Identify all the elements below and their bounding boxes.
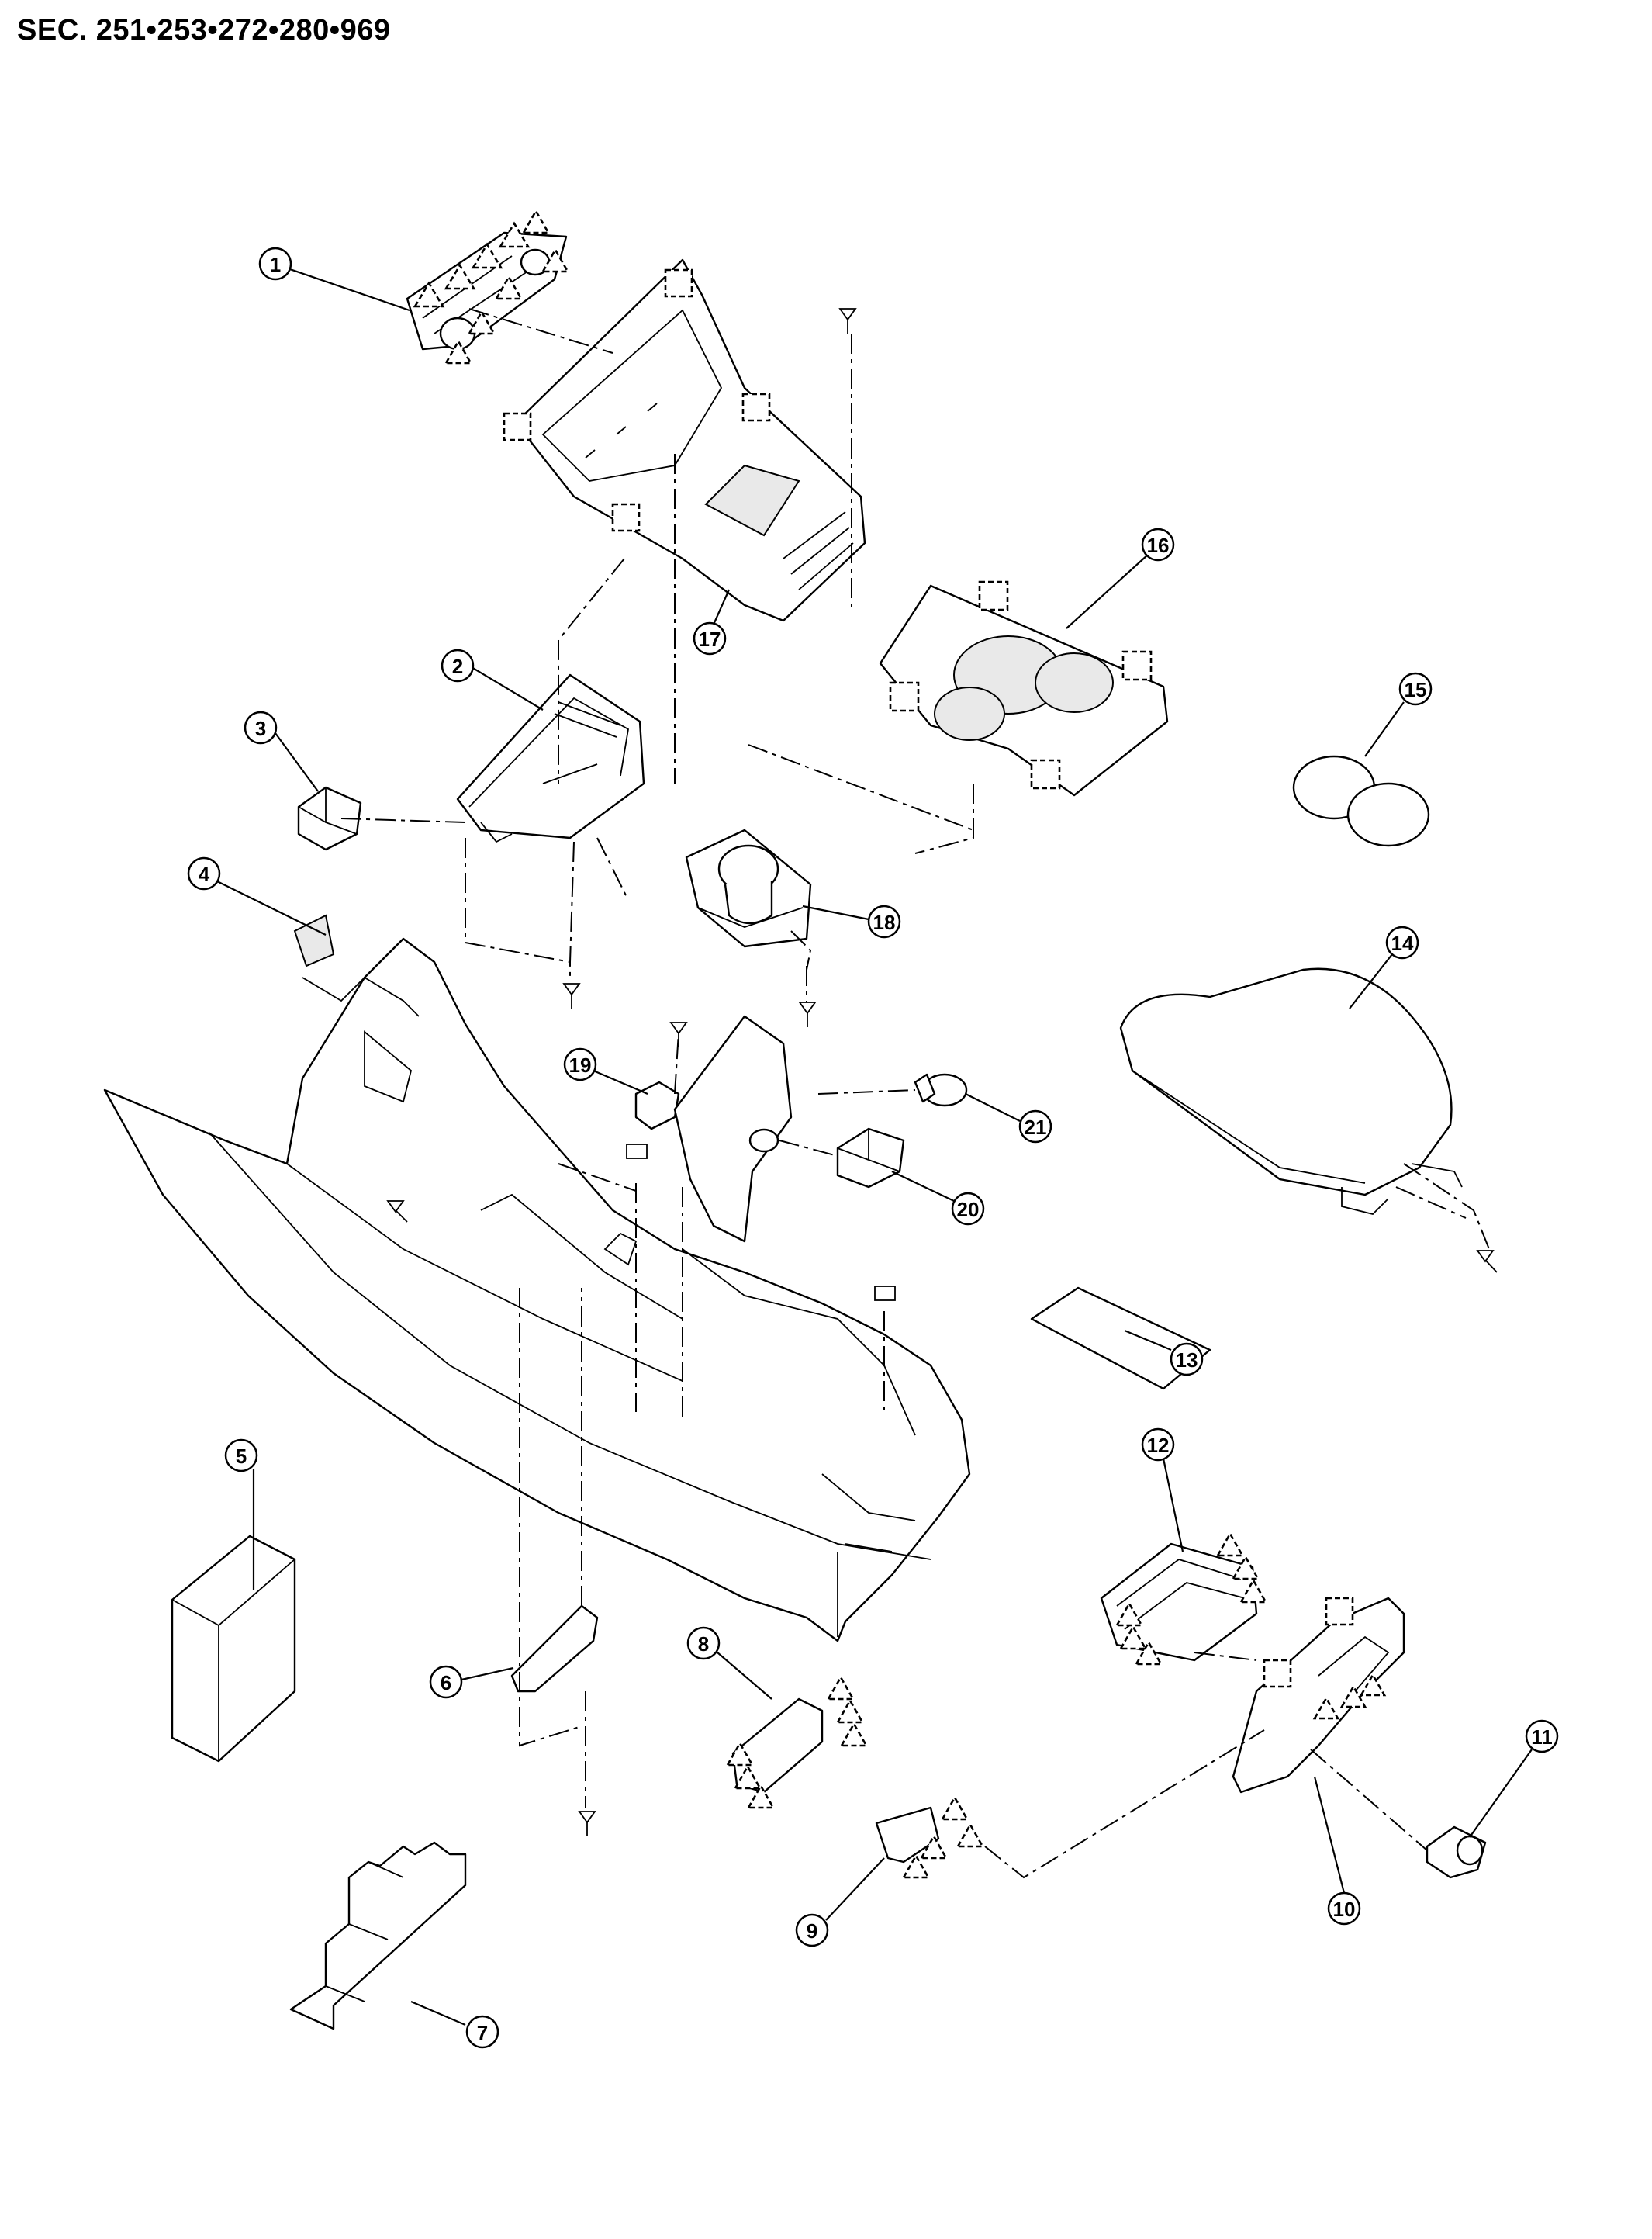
callout-1: 1: [258, 247, 292, 281]
svg-text:9: 9: [807, 1919, 817, 1943]
svg-text:16: 16: [1147, 534, 1170, 557]
svg-text:4: 4: [199, 863, 210, 886]
svg-text:14: 14: [1391, 932, 1414, 955]
svg-text:1: 1: [270, 253, 281, 276]
part-10-rear-finisher: [1232, 1597, 1405, 1794]
leader-lines: [215, 266, 1533, 2026]
callout-18: 18: [867, 905, 901, 939]
clip-icon: [874, 1286, 896, 1301]
part-16-cupholder-finisher: [879, 580, 1169, 797]
svg-text:18: 18: [873, 911, 896, 934]
svg-text:13: 13: [1176, 1348, 1198, 1372]
part-21-plug: [914, 1073, 968, 1107]
screw-icon: [1476, 1250, 1498, 1273]
part-20-power-outlet: [836, 1127, 905, 1189]
screw-icon: [798, 1002, 817, 1027]
svg-text:17: 17: [699, 628, 721, 651]
screw-icon: [838, 308, 857, 334]
svg-text:10: 10: [1333, 1898, 1356, 1921]
part-2-switch-base: [456, 673, 645, 843]
part-6-bracket: [510, 1604, 599, 1693]
callout-5: 5: [224, 1438, 258, 1472]
part-7-insulator: [289, 1841, 467, 2030]
part-14-armrest-lid: [1119, 967, 1463, 1215]
part-1-control-unit: [406, 209, 570, 365]
svg-text:21: 21: [1025, 1116, 1047, 1139]
callout-8: 8: [686, 1626, 721, 1660]
callout-16: 16: [1141, 528, 1175, 562]
svg-text:2: 2: [452, 655, 463, 678]
console-inner-bracket: [673, 1015, 793, 1243]
assembly-lines: [340, 308, 1490, 1879]
part-12-rear-vent: [1100, 1531, 1268, 1666]
callout-19: 19: [563, 1047, 597, 1081]
callout-20: 20: [951, 1192, 985, 1226]
svg-text:15: 15: [1405, 678, 1427, 701]
callout-17: 17: [693, 621, 727, 656]
part-11-socket: [1426, 1825, 1487, 1879]
callout-9: 9: [795, 1913, 829, 1947]
part-17-console-finisher: [503, 258, 866, 622]
callout-3: 3: [244, 711, 278, 745]
screw-icon: [578, 1811, 596, 1836]
svg-text:5: 5: [236, 1445, 247, 1468]
svg-text:19: 19: [569, 1054, 592, 1077]
callout-4: 4: [187, 856, 221, 891]
callout-12: 12: [1141, 1427, 1175, 1462]
part-4-console-body: [103, 914, 971, 1642]
part-3-switch: [297, 786, 362, 851]
clip-icon: [626, 1144, 648, 1159]
svg-text:12: 12: [1147, 1434, 1170, 1457]
screw-icon: [562, 983, 581, 1009]
callout-6: 6: [429, 1665, 463, 1699]
callout-7: 7: [465, 2015, 499, 2049]
page-title: SEC. 251•253•272•280•969: [17, 14, 391, 47]
callout-13: 13: [1170, 1342, 1204, 1376]
callout-2: 2: [441, 649, 475, 683]
svg-text:8: 8: [698, 1632, 709, 1656]
part-15-cupholder-rings: [1292, 755, 1430, 847]
callout-14: 14: [1385, 926, 1419, 960]
part-5-pad: [171, 1535, 296, 1763]
part-19-bracket-switch: [634, 1081, 680, 1130]
svg-text:20: 20: [957, 1198, 980, 1221]
svg-text:11: 11: [1531, 1725, 1553, 1749]
part-13-mat: [1030, 1286, 1211, 1390]
callout-15: 15: [1398, 672, 1433, 706]
svg-text:3: 3: [255, 717, 266, 740]
callout-10: 10: [1327, 1891, 1361, 1926]
fasteners: [386, 983, 1498, 1836]
screw-icon: [669, 1022, 688, 1047]
callout-21: 21: [1018, 1109, 1052, 1144]
part-9-cover: [875, 1795, 985, 1879]
callout-11: 11: [1525, 1719, 1559, 1753]
svg-text:7: 7: [477, 2021, 488, 2044]
part-8-cover: [725, 1675, 869, 1809]
part-18-shift-knob-assembly: [685, 829, 812, 948]
screw-icon: [386, 1200, 408, 1223]
svg-text:6: 6: [441, 1671, 451, 1694]
